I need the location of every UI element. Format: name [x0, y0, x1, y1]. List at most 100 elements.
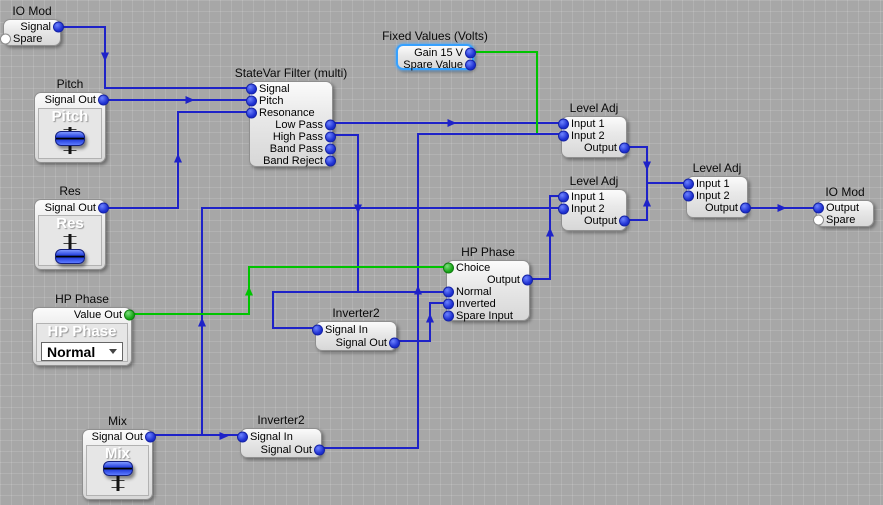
port-label: Output: [704, 202, 738, 214]
input-2-port-dot[interactable]: [683, 190, 694, 202]
port-label: Output: [486, 274, 520, 286]
port-signal-in: Signal In: [237, 430, 321, 443]
output-port-dot[interactable]: [740, 202, 751, 214]
chevron-down-icon: [109, 349, 117, 354]
high-pass-port-dot[interactable]: [325, 131, 336, 143]
wire-arrow: [174, 153, 182, 163]
wire-7[interactable]: [397, 302, 446, 342]
signal-out-port-dot[interactable]: [98, 202, 109, 214]
spare-value-port-dot[interactable]: [465, 59, 476, 71]
wire-arrow: [185, 96, 195, 104]
port-label: Spare Input: [456, 310, 513, 322]
port-label: Choice: [456, 262, 491, 274]
slider-track[interactable]: [55, 127, 85, 154]
port-label: Band Pass: [269, 143, 323, 155]
node-title-level-adj-2: Level Adj: [569, 174, 619, 188]
spare-port-dot[interactable]: [813, 214, 824, 226]
signal-out-port-dot[interactable]: [389, 337, 400, 348]
port-label: Spare: [13, 33, 43, 45]
wire-5[interactable]: [272, 291, 358, 329]
inverted-port-dot[interactable]: [443, 298, 454, 310]
output-port-dot[interactable]: [813, 202, 824, 214]
wire-10[interactable]: [530, 195, 561, 280]
spare-input-port-dot[interactable]: [443, 310, 454, 322]
input-1-port-dot[interactable]: [683, 178, 694, 190]
input-1-port-dot[interactable]: [558, 191, 569, 203]
input-2-port-dot[interactable]: [558, 203, 569, 215]
node-title-inverter2-b: Inverter2: [257, 413, 305, 427]
node-title-io-mod-left: IO Mod: [12, 4, 52, 18]
slider-handle[interactable]: [55, 130, 85, 146]
port-label: Output: [583, 142, 617, 154]
signal-out-port-dot[interactable]: [145, 431, 156, 442]
output-port-dot[interactable]: [619, 215, 630, 227]
pitch-port-dot[interactable]: [246, 95, 257, 107]
band-pass-port-dot[interactable]: [325, 143, 336, 155]
port-label: Signal In: [250, 430, 293, 443]
resonance-port-dot[interactable]: [246, 107, 257, 119]
signal-in-port-dot[interactable]: [312, 324, 323, 335]
widget-label: Res: [56, 215, 84, 232]
wire-4[interactable]: [333, 134, 446, 293]
wire-0[interactable]: [61, 26, 249, 89]
spare-port-dot[interactable]: [0, 33, 11, 45]
slider-track[interactable]: [55, 234, 85, 265]
slider-track[interactable]: [102, 460, 133, 491]
phase-dropdown[interactable]: Normal: [41, 342, 123, 361]
wire-13[interactable]: [627, 146, 686, 184]
slider-handle[interactable]: [55, 249, 85, 265]
wire-11[interactable]: [132, 266, 446, 315]
port-signal: Signal: [4, 21, 64, 33]
port-spare-input: Spare Input: [443, 310, 529, 322]
port-label: Input 1: [571, 118, 605, 130]
input-2-port-dot[interactable]: [558, 130, 569, 142]
wire-9[interactable]: [201, 207, 561, 435]
wire-12[interactable]: [474, 51, 538, 133]
slider-handle[interactable]: [102, 460, 133, 476]
signal-out-port-dot[interactable]: [314, 444, 325, 455]
output-port-dot[interactable]: [619, 142, 630, 154]
gain-15-v-port-dot[interactable]: [465, 47, 476, 59]
input-1-port-dot[interactable]: [558, 118, 569, 130]
node-title-level-adj-3: Level Adj: [692, 161, 742, 175]
choice-port-dot[interactable]: [443, 262, 454, 274]
port-spare: Spare: [813, 214, 873, 226]
signal-out-port-dot[interactable]: [98, 94, 109, 106]
signal-in-port-dot[interactable]: [237, 431, 248, 442]
wire-14[interactable]: [627, 184, 648, 221]
widget-label: Mix: [104, 445, 130, 462]
node-title-statevar-filter: StateVar Filter (multi): [234, 66, 348, 80]
normal-port-dot[interactable]: [443, 286, 454, 298]
wire-arrow: [414, 285, 422, 295]
port-resonance: Resonance: [246, 107, 332, 119]
port-low-pass: Low Pass: [250, 119, 336, 131]
port-label: Spare Value: [403, 59, 463, 71]
low-pass-port-dot[interactable]: [325, 119, 336, 131]
output-port-dot[interactable]: [522, 274, 533, 286]
port-gain-15-v: Gain 15 V: [398, 47, 476, 59]
wire-arrow: [245, 286, 253, 296]
port-input-2: Input 2: [558, 130, 626, 142]
signal-port-dot[interactable]: [246, 83, 257, 95]
band-reject-port-dot[interactable]: [325, 155, 336, 167]
port-input-2: Input 2: [558, 203, 626, 215]
signal-port-dot[interactable]: [53, 21, 64, 33]
value-out-port-dot[interactable]: [124, 309, 135, 320]
mix-panel: Mix: [86, 445, 149, 496]
